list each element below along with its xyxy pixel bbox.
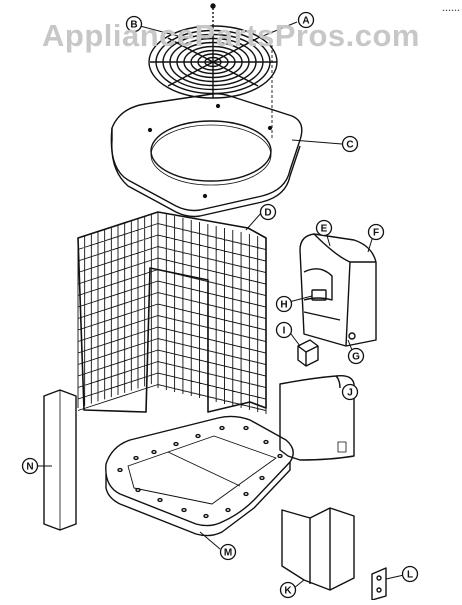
mounting-bracket: [371, 567, 387, 601]
callout-circle: [347, 347, 365, 365]
fan-guard-grille: [148, 3, 278, 99]
callout-letter: L: [407, 570, 413, 581]
access-panel: [279, 374, 355, 461]
callout-d: D: [259, 203, 277, 221]
callout-letter: I: [283, 326, 286, 337]
callout-f: F: [367, 223, 385, 241]
callout-circle: [125, 15, 143, 33]
callout-circle: [275, 295, 293, 313]
base-pan: [105, 415, 294, 537]
watermark-text: AppliancePartsPros.com: [42, 18, 420, 53]
callout-circle: [279, 581, 297, 599]
callout-letter: G: [352, 352, 360, 363]
callout-i: I: [275, 321, 293, 339]
callout-g: G: [347, 347, 365, 365]
callout-letter: B: [130, 20, 137, 31]
callout-letter: C: [346, 140, 353, 151]
callout-n: N: [21, 457, 39, 475]
callout-b: B: [125, 15, 143, 33]
callout-circle: [401, 565, 419, 583]
callout-leaders: [38, 21, 405, 589]
callout-circle: [21, 457, 39, 475]
callout-letter: M: [224, 548, 232, 559]
callout-letter: K: [284, 586, 292, 597]
callout-letter: F: [373, 228, 379, 239]
callout-circle: [341, 383, 359, 401]
callout-k: K: [279, 581, 297, 599]
callout-m: M: [219, 543, 237, 561]
callout-letter: E: [321, 224, 328, 235]
callout-letter: H: [280, 300, 287, 311]
callout-circle: [259, 203, 277, 221]
callout-letter: N: [26, 462, 33, 473]
callout-h: H: [275, 295, 293, 313]
callout-letter: D: [264, 208, 271, 219]
small-bracket-part: [297, 339, 319, 367]
callout-l: L: [401, 565, 419, 583]
callout-letter: J: [347, 388, 353, 399]
condenser-coil-cage: [77, 211, 267, 414]
callout-circle: [297, 11, 315, 29]
callout-circle: [275, 321, 293, 339]
top-cover-panel: [110, 40, 303, 218]
header-text-fragment: ......: [442, 0, 460, 14]
callout-c: C: [341, 135, 359, 153]
callout-letter: A: [302, 16, 309, 27]
callout-e: E: [315, 219, 333, 237]
corner-post: [281, 507, 355, 591]
callout-j: J: [341, 383, 359, 401]
side-panel-strip: [43, 389, 77, 531]
callout-circle: [367, 223, 385, 241]
control-box-panel: [299, 233, 377, 347]
callout-a: A: [297, 11, 315, 29]
callout-circle: [315, 219, 333, 237]
callout-circle: [219, 543, 237, 561]
callout-labels: A B C D E F G H I J K L M N: [21, 11, 419, 599]
callout-circle: [341, 135, 359, 153]
